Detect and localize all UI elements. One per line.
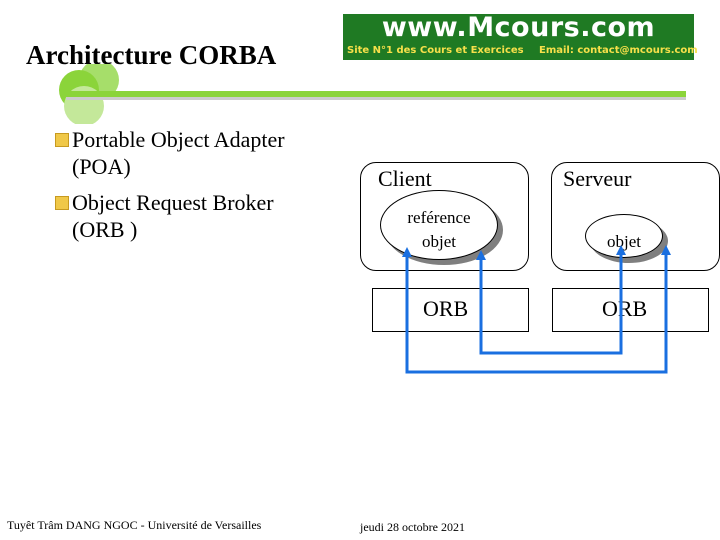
footer-author: Tuyêt Trâm DANG NGOC - Université de Ver… (7, 518, 262, 532)
server-object-oval: objet (585, 214, 663, 258)
reference-object-line1: reférence (407, 208, 471, 227)
reference-object-oval: reférence objet (380, 190, 498, 260)
server-object-label: objet (607, 232, 641, 251)
reference-object-line2: objet (422, 232, 456, 251)
server-orb-label: ORB (602, 296, 648, 321)
bullet-text-continued: (POA) (72, 154, 131, 179)
bullet-square-icon (55, 196, 69, 210)
server-arrowhead-left-icon (616, 245, 626, 255)
bullet-text-continued: (ORB ) (72, 217, 138, 242)
server-label: Serveur (563, 166, 632, 191)
site-logo[interactable]: www.Mcours.com Site N°1 des Cours et Exe… (343, 12, 698, 60)
bullet-text: Object Request Broker (72, 190, 274, 215)
inner-connector (479, 253, 623, 355)
bullet-square-icon (55, 133, 69, 147)
outer-connector (405, 253, 668, 374)
decorative-circles-icon (59, 64, 119, 124)
footer-date: jeudi 28 octobre 2021 (360, 520, 465, 534)
logo-main-text: www.Mcours.com (381, 12, 656, 43)
bullet-text: Portable Object Adapter (72, 127, 285, 152)
client-orb-box: ORB (372, 288, 529, 332)
server-orb-box: ORB (552, 288, 709, 332)
client-label: Client (378, 166, 432, 191)
server-arrowhead-right-icon (661, 245, 671, 255)
logo-tagline: Site N°1 des Cours et Exercices (347, 45, 524, 56)
outer-arrowhead-icon (402, 247, 412, 257)
slide-title: Architecture CORBA (26, 40, 277, 70)
client-orb-label: ORB (423, 296, 469, 321)
inner-arrowhead-icon (476, 250, 486, 260)
title-rule (62, 91, 686, 97)
title-rule-shadow (66, 97, 686, 100)
logo-email: Email: contact@mcours.com (539, 45, 698, 56)
